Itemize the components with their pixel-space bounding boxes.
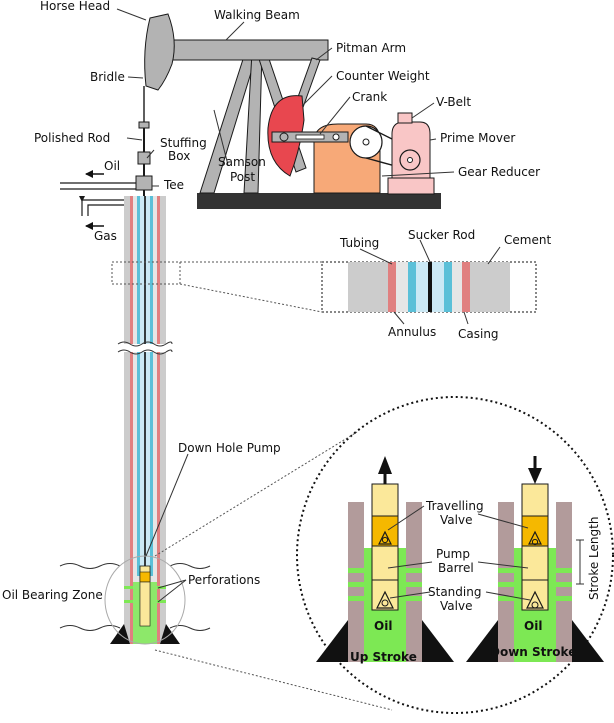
standing-valve-down [521,579,549,611]
crank-pin [279,132,289,142]
walking-beam [167,39,329,61]
tubing-right [150,196,153,576]
zone-line-bottom [59,625,211,631]
standing-valve-up [371,579,399,611]
label-oil-up: Oil [374,619,392,633]
sucker-rod-band [428,262,432,312]
leader-lines [116,8,531,603]
rock-wedge-down-right [572,620,604,662]
cross-section-detail [321,261,537,313]
label-oil: Oil [104,159,120,173]
tee-fitting [135,175,153,191]
label-stuffing-box-1: Stuffing [160,136,207,150]
label-sucker-rod: Sucker Rod [408,228,475,242]
label-casing: Casing [458,327,499,341]
casing-left [130,196,133,644]
travelling-valve-down [521,515,549,547]
casing-right [157,196,160,644]
label-standing-valve-2: Valve [440,599,472,613]
label-v-belt: V-Belt [436,95,471,109]
prime-mover-base [387,177,435,195]
label-polished-rod: Polished Rod [34,131,110,145]
label-pitman-arm: Pitman Arm [336,41,406,55]
pump-jack [144,13,441,209]
break-mark [117,341,173,347]
label-prime-mover: Prime Mover [440,131,515,145]
rock-wedge-up-left [316,620,348,662]
zone-highlight [104,555,186,645]
stuffing-box [137,151,151,165]
label-stuffing-box-2: Box [168,149,190,163]
pump-rod-up [371,483,399,517]
tubing-band-right [444,262,452,312]
label-down-stroke: Down Stroke [490,645,576,659]
pump-rod-down [521,483,549,517]
label-walking-beam: Walking Beam [214,8,300,22]
label-stroke-length: Stroke Length [587,517,601,600]
tubing-band-left [408,262,416,312]
label-cement: Cement [504,233,551,247]
jack-base [197,193,441,209]
polished-rod-clamp [138,121,150,129]
label-gas: Gas [94,229,117,243]
down-arrow-head [528,468,542,484]
casing-band-right [462,262,470,312]
label-bridle: Bridle [90,70,125,84]
label-down-hole-pump: Down Hole Pump [178,441,281,455]
label-perforations: Perforations [188,573,260,587]
label-counter-weight: Counter Weight [336,69,430,83]
label-horse-head: Horse Head [40,0,110,13]
label-oil-bearing-zone: Oil Bearing Zone [2,588,103,602]
label-samson-post-2: Post [230,170,255,184]
up-arrow-head [378,456,392,474]
label-gear-reducer: Gear Reducer [458,165,540,179]
down-stroke-pump [466,456,604,662]
label-pump-barrel-2: Barrel [438,561,474,575]
well-bore [110,196,180,644]
zone-line-top [59,563,211,569]
tubing-left [137,196,140,576]
label-travelling-valve-1: Travelling [425,499,484,513]
label-up-stroke: Up Stroke [350,650,417,664]
label-pump-barrel-1: Pump [436,547,470,561]
detail-source-box [111,261,181,285]
label-samson-post-1: Samson [218,155,266,169]
rock-wedge-down-left [466,620,498,662]
label-annulus: Annulus [388,325,436,339]
rock-wedge-up-right [422,620,454,662]
label-oil-down: Oil [524,619,542,633]
horse-head [144,13,175,91]
casing-band-left [388,262,396,312]
label-tubing: Tubing [339,236,379,250]
label-travelling-valve-2: Valve [440,513,472,527]
label-crank: Crank [352,90,387,104]
label-tee: Tee [163,178,184,192]
label-standing-valve-1: Standing [428,585,481,599]
